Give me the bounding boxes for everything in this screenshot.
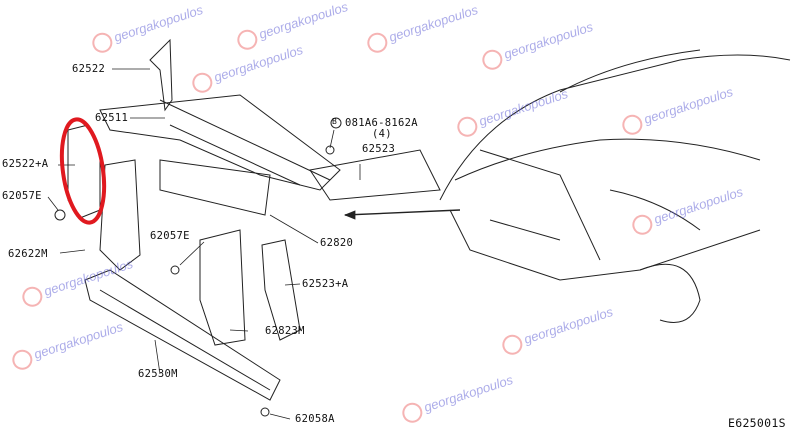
part-label-62511: 62511 xyxy=(95,112,129,124)
bolt-marker-circle xyxy=(330,117,342,129)
part-label-62823m: 62823M xyxy=(265,325,305,337)
part-label-62820: 62820 xyxy=(320,237,354,249)
part-label-62522: 62522 xyxy=(72,63,106,75)
lower-support-frame xyxy=(84,159,301,401)
highlight-ellipse xyxy=(59,117,107,225)
bolt-marker: B xyxy=(332,117,338,126)
diagram-code: E625001S xyxy=(728,416,786,430)
part-label-bolt-qty: (4) xyxy=(372,128,392,140)
part-label-62522a: 62522+A xyxy=(2,158,49,170)
part-label-62523: 62523 xyxy=(362,143,396,155)
part-label-62057e-left: 62057E xyxy=(2,190,42,202)
part-label-62057e-mid: 62057E xyxy=(150,230,190,242)
part-label-62058a: 62058A xyxy=(295,413,335,425)
part-label-62523a: 62523+A xyxy=(302,278,349,290)
car-front-view xyxy=(439,49,791,323)
leader-lines xyxy=(47,68,461,420)
upper-radiator-support xyxy=(99,38,441,201)
part-label-62622m: 62622M xyxy=(8,248,48,260)
bolts xyxy=(54,145,335,417)
part-label-62530m: 62530M xyxy=(138,368,178,380)
part-label-bolt-code: 081A6-8162A xyxy=(345,117,418,129)
